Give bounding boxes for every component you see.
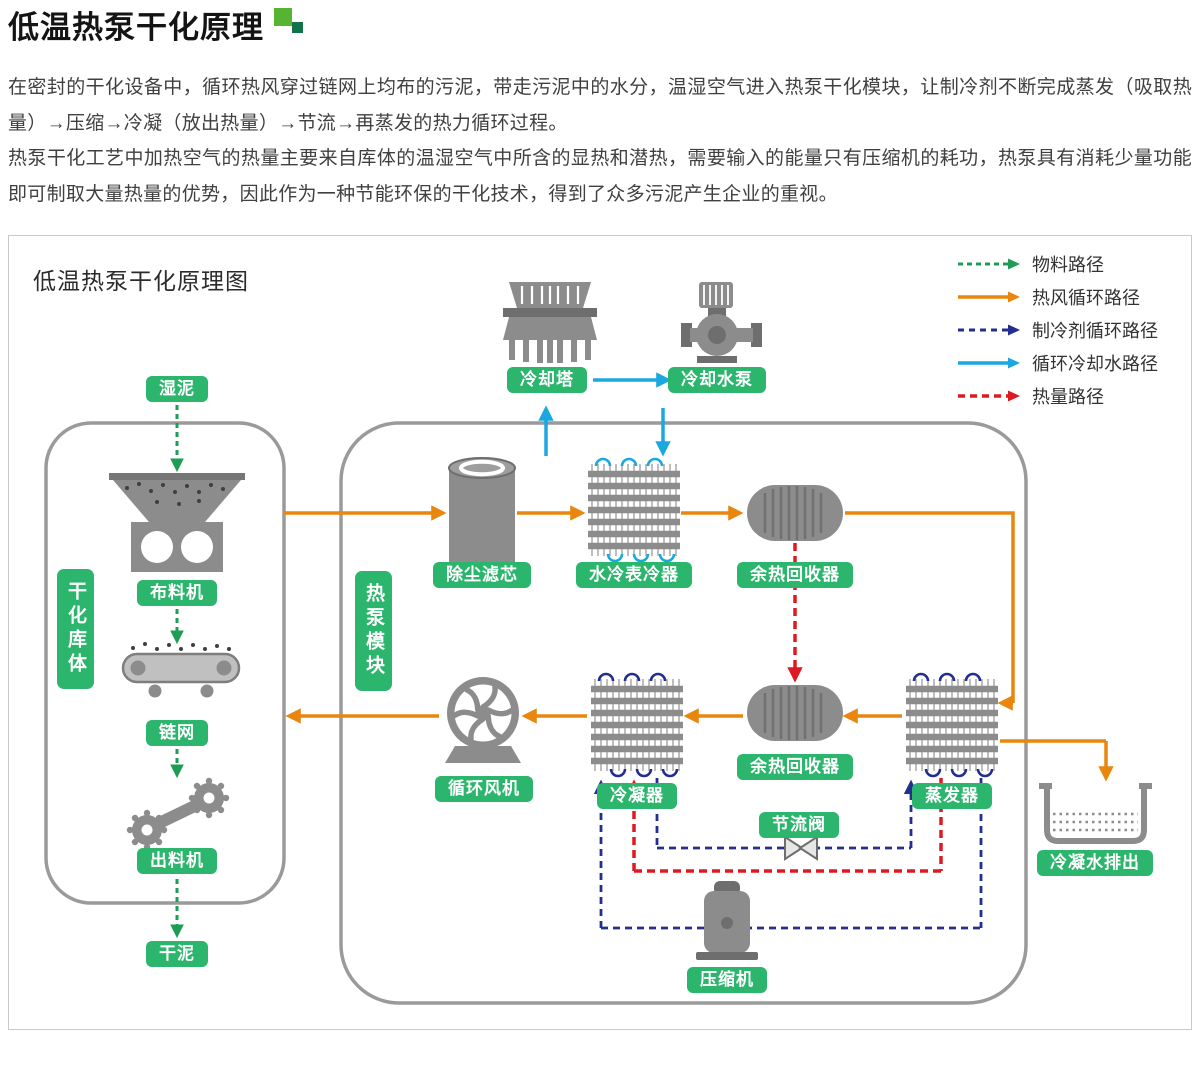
legend-item-hot-air: 热风循环路径 bbox=[956, 285, 1158, 309]
page-title: 低温热泵干化原理 bbox=[8, 10, 264, 45]
label-cooling-tower: 冷却塔 bbox=[507, 366, 587, 393]
legend-item-material: 物料路径 bbox=[956, 252, 1158, 276]
legend-item-refrigerant: 制冷剂循环路径 bbox=[956, 318, 1158, 342]
label-evaporator: 蒸发器 bbox=[912, 782, 992, 809]
legend: 物料路径 热风循环路径 制冷剂循环路径 循环冷却水路径 bbox=[956, 252, 1158, 417]
cooling-water-path-arrow-icon bbox=[958, 357, 1020, 369]
cooling-water-path-arrows bbox=[538, 372, 672, 457]
hot-air-path-arrows bbox=[284, 505, 1114, 782]
condenser-icon bbox=[591, 674, 683, 776]
intro-paragraph-2: 热泵干化工艺中加热空气的热量主要来自库体的温湿空气中所含的显热和潜热，需要输入的… bbox=[8, 148, 1192, 206]
label-heat-recovery-top: 余热回收器 bbox=[737, 561, 853, 588]
diagram-panel: 低温热泵干化原理图 物料路径 热风循环路径 制冷剂循环路径 bbox=[8, 234, 1192, 1030]
label-wet-mud: 湿泥 bbox=[146, 375, 208, 402]
evaporator-icon bbox=[906, 674, 998, 776]
title-decoration bbox=[274, 8, 308, 42]
label-heat-recovery-bottom: 余热回收器 bbox=[737, 753, 853, 780]
fan-icon bbox=[445, 676, 521, 763]
refrigerant-path-arrow-icon bbox=[958, 324, 1020, 336]
surface-cooler-icon bbox=[588, 459, 680, 561]
legend-item-cooling-water: 循环冷却水路径 bbox=[956, 351, 1158, 375]
label-drying-chamber: 干化库体 bbox=[57, 568, 94, 689]
legend-item-heat: 热量路径 bbox=[956, 384, 1158, 408]
condensate-tray-icon bbox=[1039, 782, 1152, 844]
label-cooling-pump: 冷却水泵 bbox=[668, 366, 766, 393]
legend-label-refrigerant: 制冷剂循环路径 bbox=[1032, 320, 1158, 341]
label-chain-net: 链网 bbox=[146, 719, 208, 746]
intro-paragraph-1: 在密封的干化设备中，循环热风穿过链网上均布的污泥，带走污泥中的水分，温湿空气进入… bbox=[8, 77, 1192, 134]
label-condenser: 冷凝器 bbox=[597, 782, 677, 809]
discharger-icon bbox=[126, 777, 230, 851]
legend-label-heat: 热量路径 bbox=[1032, 386, 1104, 407]
hot-air-path-arrow-icon bbox=[958, 291, 1020, 303]
material-path-arrow-icon bbox=[958, 258, 1020, 270]
legend-label-material: 物料路径 bbox=[1032, 254, 1104, 275]
compressor-icon bbox=[696, 880, 758, 960]
heat-recovery-top-icon bbox=[745, 483, 845, 543]
title-square-small-icon bbox=[292, 22, 303, 33]
label-surface-cooler: 水冷表冷器 bbox=[576, 561, 692, 588]
page: 低温热泵干化原理 在密封的干化设备中，循环热风穿过链网上均布的污泥，带走污泥中的… bbox=[8, 8, 1192, 1030]
cooling-tower-icon bbox=[503, 281, 597, 363]
label-condensate-out: 冷凝水排出 bbox=[1037, 849, 1153, 876]
diagram-title: 低温热泵干化原理图 bbox=[33, 267, 249, 294]
intro-text: 在密封的干化设备中，循环热风穿过链网上均布的污泥，带走污泥中的水分，温湿空气进入… bbox=[8, 70, 1192, 213]
label-dust-filter: 除尘滤芯 bbox=[433, 561, 531, 588]
drying-chamber-outline bbox=[44, 421, 286, 905]
chain-net-icon bbox=[121, 641, 241, 698]
header: 低温热泵干化原理 bbox=[8, 8, 1192, 54]
dust-filter-icon bbox=[448, 456, 516, 571]
throttle-valve-icon bbox=[784, 835, 818, 861]
label-distributor: 布料机 bbox=[137, 579, 217, 606]
title-square-icon bbox=[274, 8, 292, 26]
heat-recovery-bottom-icon bbox=[745, 683, 845, 743]
label-compressor: 压缩机 bbox=[687, 966, 767, 993]
cooling-pump-icon bbox=[681, 281, 762, 363]
label-dry-mud: 干泥 bbox=[146, 940, 208, 967]
legend-label-cooling-water: 循环冷却水路径 bbox=[1032, 353, 1158, 374]
label-fan: 循环风机 bbox=[435, 775, 533, 802]
distributor-icon bbox=[109, 472, 245, 572]
heat-pump-module-outline bbox=[339, 421, 1028, 1005]
heat-path-arrow-icon bbox=[958, 390, 1020, 402]
label-discharger: 出料机 bbox=[137, 847, 217, 874]
diagram-scene bbox=[44, 281, 1152, 1005]
label-throttle-valve: 节流阀 bbox=[759, 811, 839, 838]
label-heat-pump-module: 热泵模块 bbox=[355, 570, 392, 691]
legend-label-hot-air: 热风循环路径 bbox=[1032, 287, 1140, 308]
